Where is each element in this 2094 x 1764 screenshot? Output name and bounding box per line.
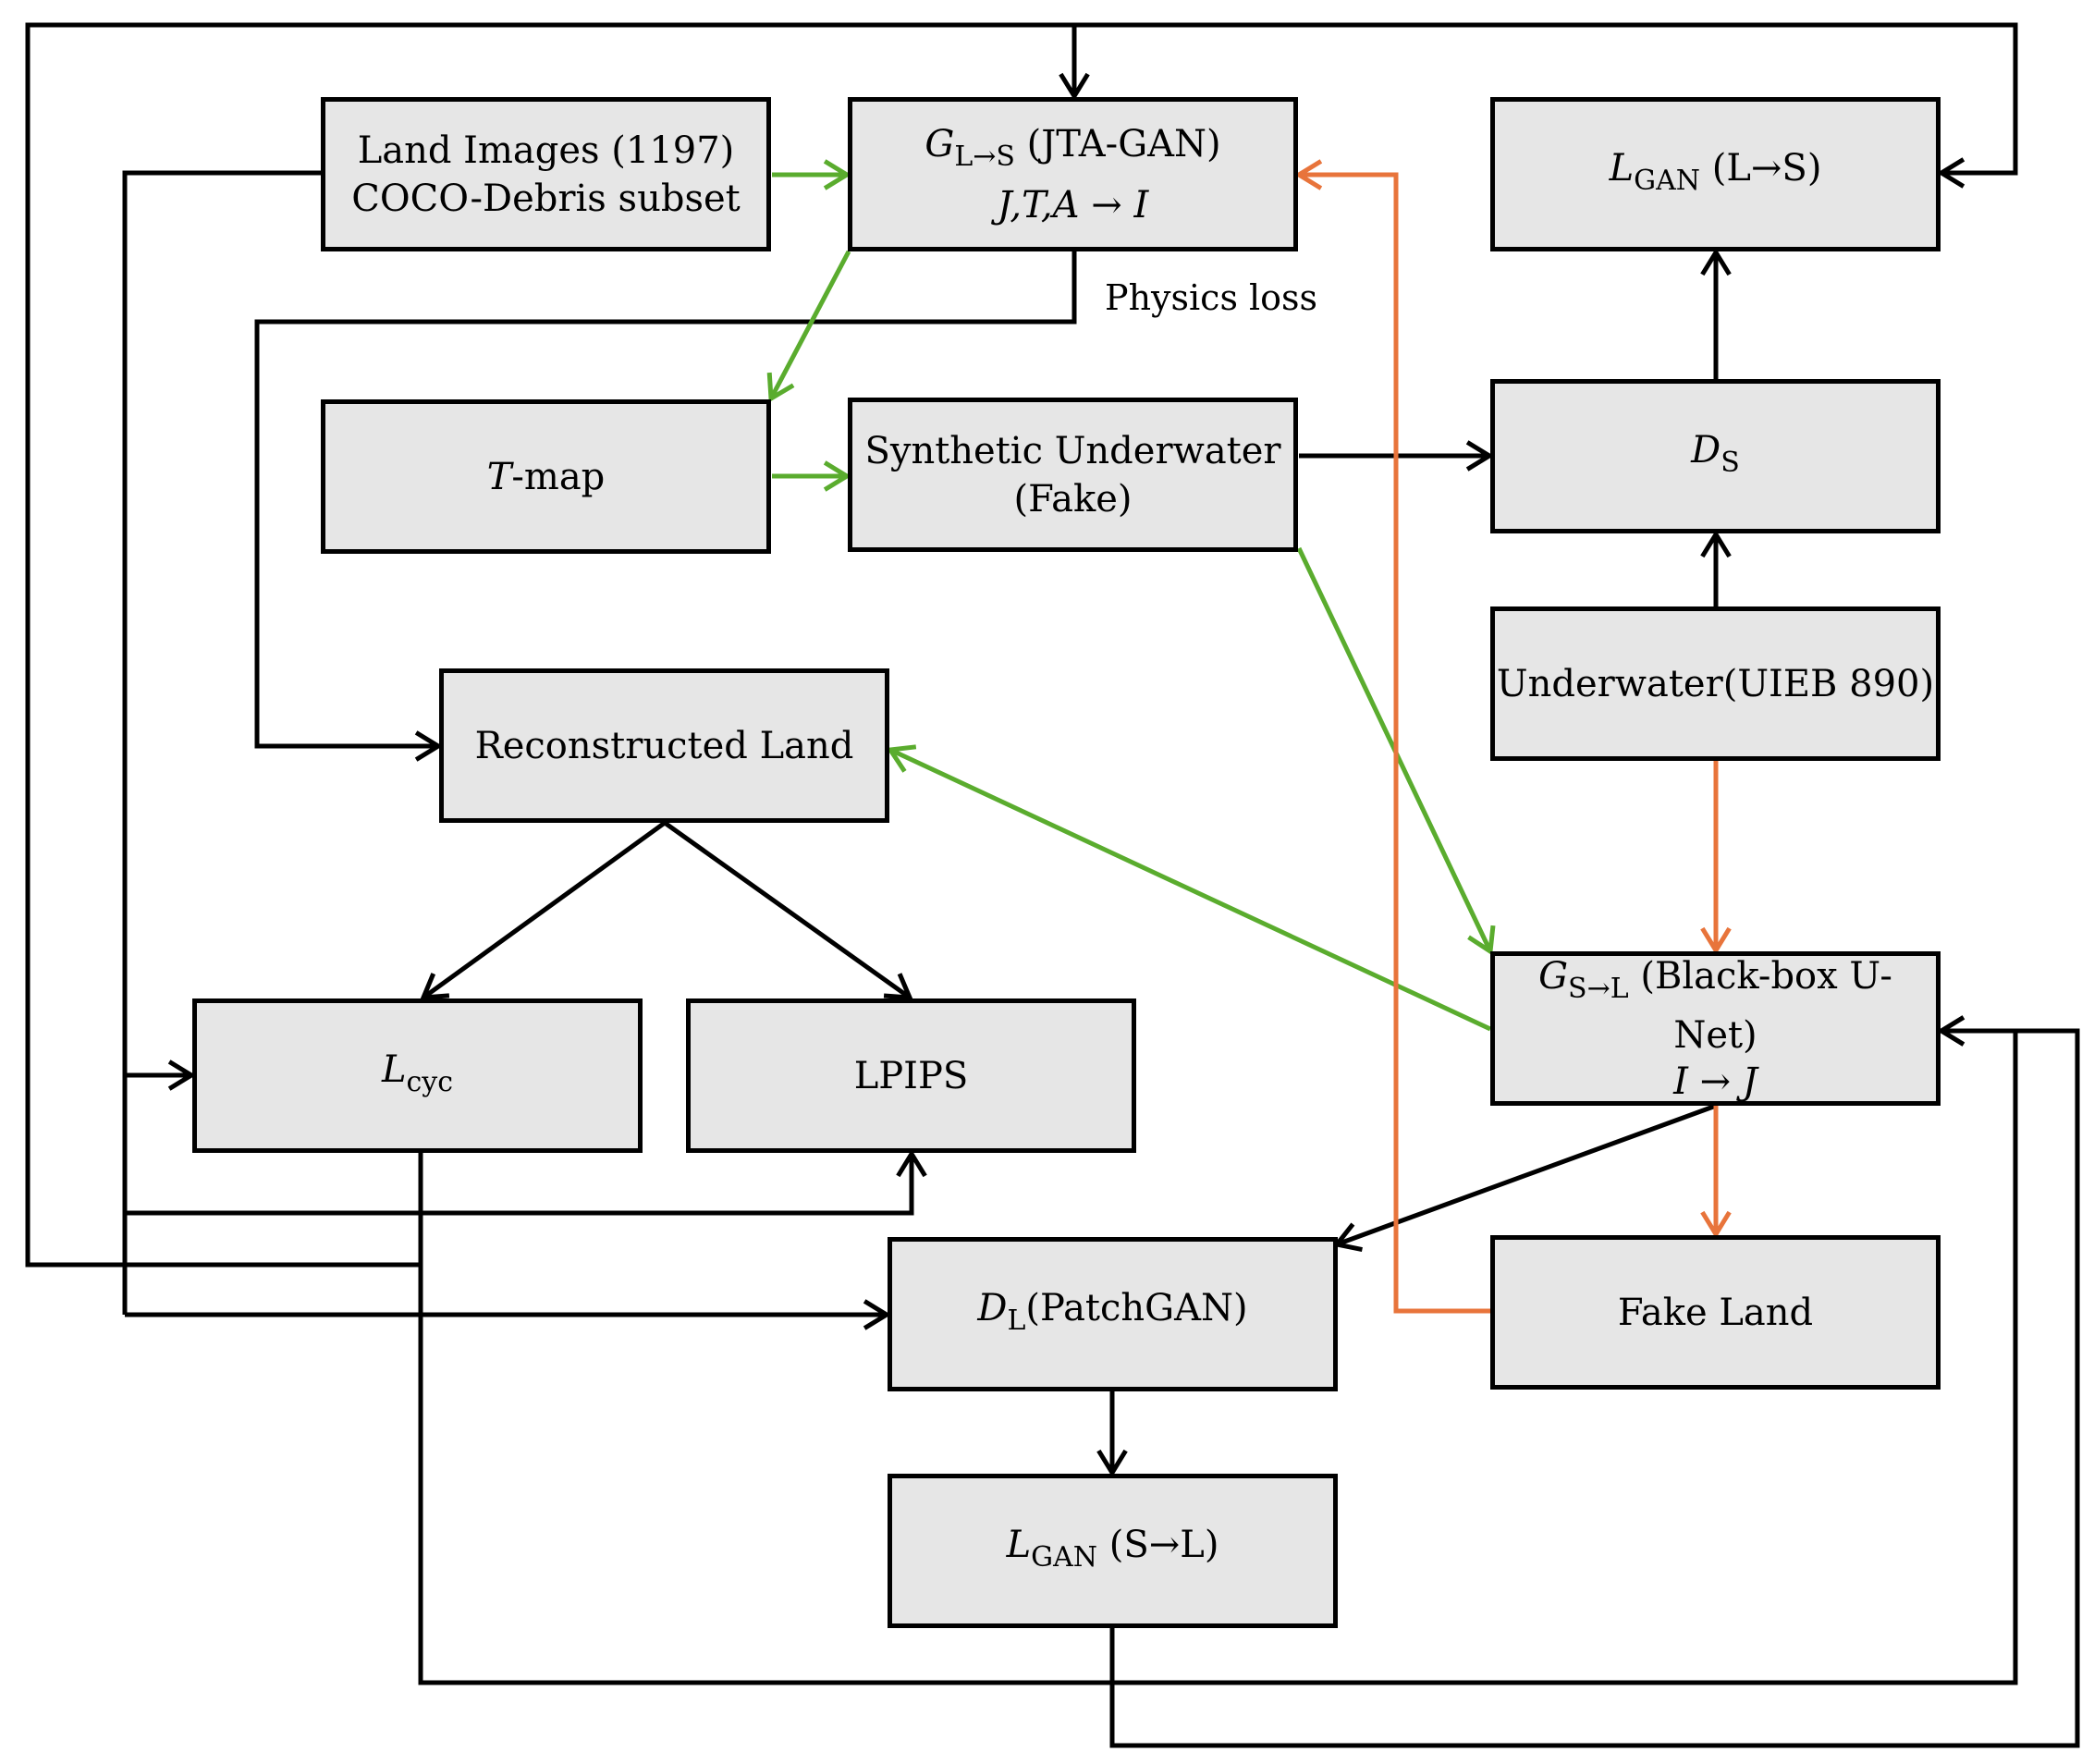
transmission-map-to-synthetic-arrowhead — [823, 460, 851, 492]
reconstructed-to-lpips-arrowhead — [883, 973, 913, 1000]
gan-loss-feedback-arrowhead — [1937, 1015, 1965, 1047]
fake-land-to-generator-land-to-sea-connector — [1299, 172, 1490, 1314]
land-images-line1: Land Images (1197) — [357, 129, 735, 172]
discriminator-land-box: DL(PatchGAN) — [888, 1237, 1338, 1391]
outer-loop-to-generator-connector — [25, 22, 2018, 1268]
synthetic-underwater-line2: (Fake) — [1013, 477, 1133, 521]
dl-subscript: L — [1007, 1304, 1026, 1337]
lpips-label: LPIPS — [853, 1054, 969, 1097]
cycle-loss-label: Lcyc — [382, 1046, 453, 1107]
generator-sea-to-land-to-reconstructed-arrowhead — [886, 744, 917, 773]
generator-sea-to-land-formula: I → J — [1673, 1060, 1757, 1103]
synthetic-underwater-box: Synthetic Underwater (Fake) — [848, 398, 1298, 552]
underwater-to-generator-sea-to-land-arrowhead — [1700, 926, 1732, 955]
outer-loop-to-generator-arrowhead — [1937, 157, 1965, 189]
generator-sea-to-land-to-reconstructed-connector — [888, 747, 1492, 1032]
discriminator-sea-to-gan-loss-arrowhead — [1700, 248, 1732, 276]
underwater-dataset-label: Underwater(UIEB 890) — [1496, 662, 1935, 705]
underwater-to-discriminator-sea-arrowhead — [1700, 530, 1732, 558]
generator-sea-to-land-title: GS→L (Black-box U- — [1538, 953, 1892, 1012]
generator-formula: J,T,A → I — [997, 183, 1149, 227]
lcyc-symbol: L — [381, 1047, 407, 1091]
ds-symbol: D — [1691, 428, 1721, 472]
gsl-subscript: S→L — [1568, 972, 1629, 1005]
tmap-suffix: -map — [511, 455, 606, 498]
generator-to-transmission-map-connector — [768, 250, 851, 400]
loss-subscript: GAN — [1634, 164, 1701, 197]
reconstructed-to-cycle-loss-connector — [422, 820, 667, 1000]
underwater-dataset-box: Underwater(UIEB 890) — [1490, 606, 1941, 761]
land-images-box: Land Images (1197) COCO-Debris subset — [321, 97, 771, 251]
generator-sea-to-land-box: GS→L (Black-box U- Net) I → J — [1490, 951, 1941, 1106]
synthetic-underwater-line1: Synthetic Underwater — [864, 429, 1281, 472]
loss-symbol: L — [1609, 146, 1635, 190]
reconstructed-to-lpips-connector — [663, 820, 912, 1000]
land-images-to-generator-arrowhead — [823, 159, 851, 190]
lpips-box: LPIPS — [686, 998, 1136, 1153]
dl-symbol: D — [977, 1286, 1008, 1329]
gsl-name: (Black-box U- — [1628, 954, 1892, 998]
bus-to-cycle-loss-arrowhead — [167, 1060, 196, 1091]
generator-sea-to-land-to-fake-land-arrowhead — [1700, 1210, 1732, 1239]
transmission-map-box: T-map — [321, 399, 771, 554]
land-images-bus-connector — [122, 170, 321, 1315]
discriminator-sea-label: DS — [1691, 426, 1740, 487]
discriminator-land-label: DL(PatchGAN) — [977, 1284, 1247, 1345]
gan-loss-feedback-connector — [1109, 1028, 2080, 1748]
generator-sea-to-land-line2: Net) — [1673, 1013, 1757, 1057]
tmap-symbol: T — [486, 455, 512, 498]
gan-loss-land-to-sea-box: LGAN (L→S) — [1490, 97, 1941, 251]
discriminator-land-to-gan-loss-arrowhead — [1096, 1449, 1128, 1477]
gan-loss-sea-to-land-box: LGAN (S→L) — [888, 1474, 1338, 1628]
physics-loss-to-reconstructed-arrowhead — [414, 730, 443, 762]
bus-to-discriminator-land-arrowhead — [863, 1299, 891, 1330]
synthetic-to-discriminator-sea-arrowhead — [1465, 440, 1494, 472]
dl-name: (PatchGAN) — [1025, 1286, 1248, 1329]
generator-sea-to-land-to-discriminator-connector — [1336, 1103, 1717, 1247]
bus-to-lpips-connector — [125, 1154, 914, 1216]
lgan-sl-direction: (S→L) — [1097, 1523, 1219, 1566]
generator-name: (JTA-GAN) — [1014, 122, 1221, 165]
loss-direction: (L→S) — [1700, 146, 1822, 190]
fake-land-box: Fake Land — [1490, 1235, 1941, 1390]
generator-land-to-sea-box: GL→S (JTA-GAN) J,T,A → I — [848, 97, 1298, 251]
outer-loop-drop-arrowhead — [1059, 72, 1090, 101]
ds-subscript: S — [1721, 446, 1740, 479]
generator-land-to-sea-title: GL→S (JTA-GAN) — [925, 120, 1220, 181]
gan-loss-land-to-sea-label: LGAN (L→S) — [1610, 144, 1822, 205]
fake-land-label: Fake Land — [1617, 1291, 1814, 1334]
gan-loss-sea-to-land-label: LGAN (S→L) — [1007, 1521, 1219, 1582]
reconstructed-land-label: Reconstructed Land — [474, 724, 854, 767]
cycle-loss-box: Lcyc — [192, 998, 643, 1153]
reconstructed-to-cycle-loss-arrowhead — [420, 973, 450, 1000]
generator-symbol: G — [925, 122, 955, 165]
discriminator-sea-box: DS — [1490, 379, 1941, 533]
physics-loss-label: Physics loss — [1105, 277, 1318, 318]
generator-subscript: L→S — [954, 140, 1015, 173]
land-images-line2: COCO-Debris subset — [351, 177, 741, 220]
physics-loss-to-reconstructed-connector — [254, 251, 1077, 749]
reconstructed-land-box: Reconstructed Land — [439, 668, 889, 823]
fake-land-to-generator-land-to-sea-arrowhead — [1294, 159, 1323, 190]
lgan-sl-symbol: L — [1006, 1523, 1032, 1566]
transmission-map-label: T-map — [487, 453, 606, 501]
lcyc-subscript: cyc — [406, 1065, 454, 1098]
lgan-sl-subscript: GAN — [1031, 1540, 1098, 1574]
generator-to-transmission-map-arrowhead — [766, 372, 795, 403]
gsl-symbol: G — [1538, 954, 1569, 998]
bus-to-lpips-arrowhead — [896, 1149, 927, 1178]
